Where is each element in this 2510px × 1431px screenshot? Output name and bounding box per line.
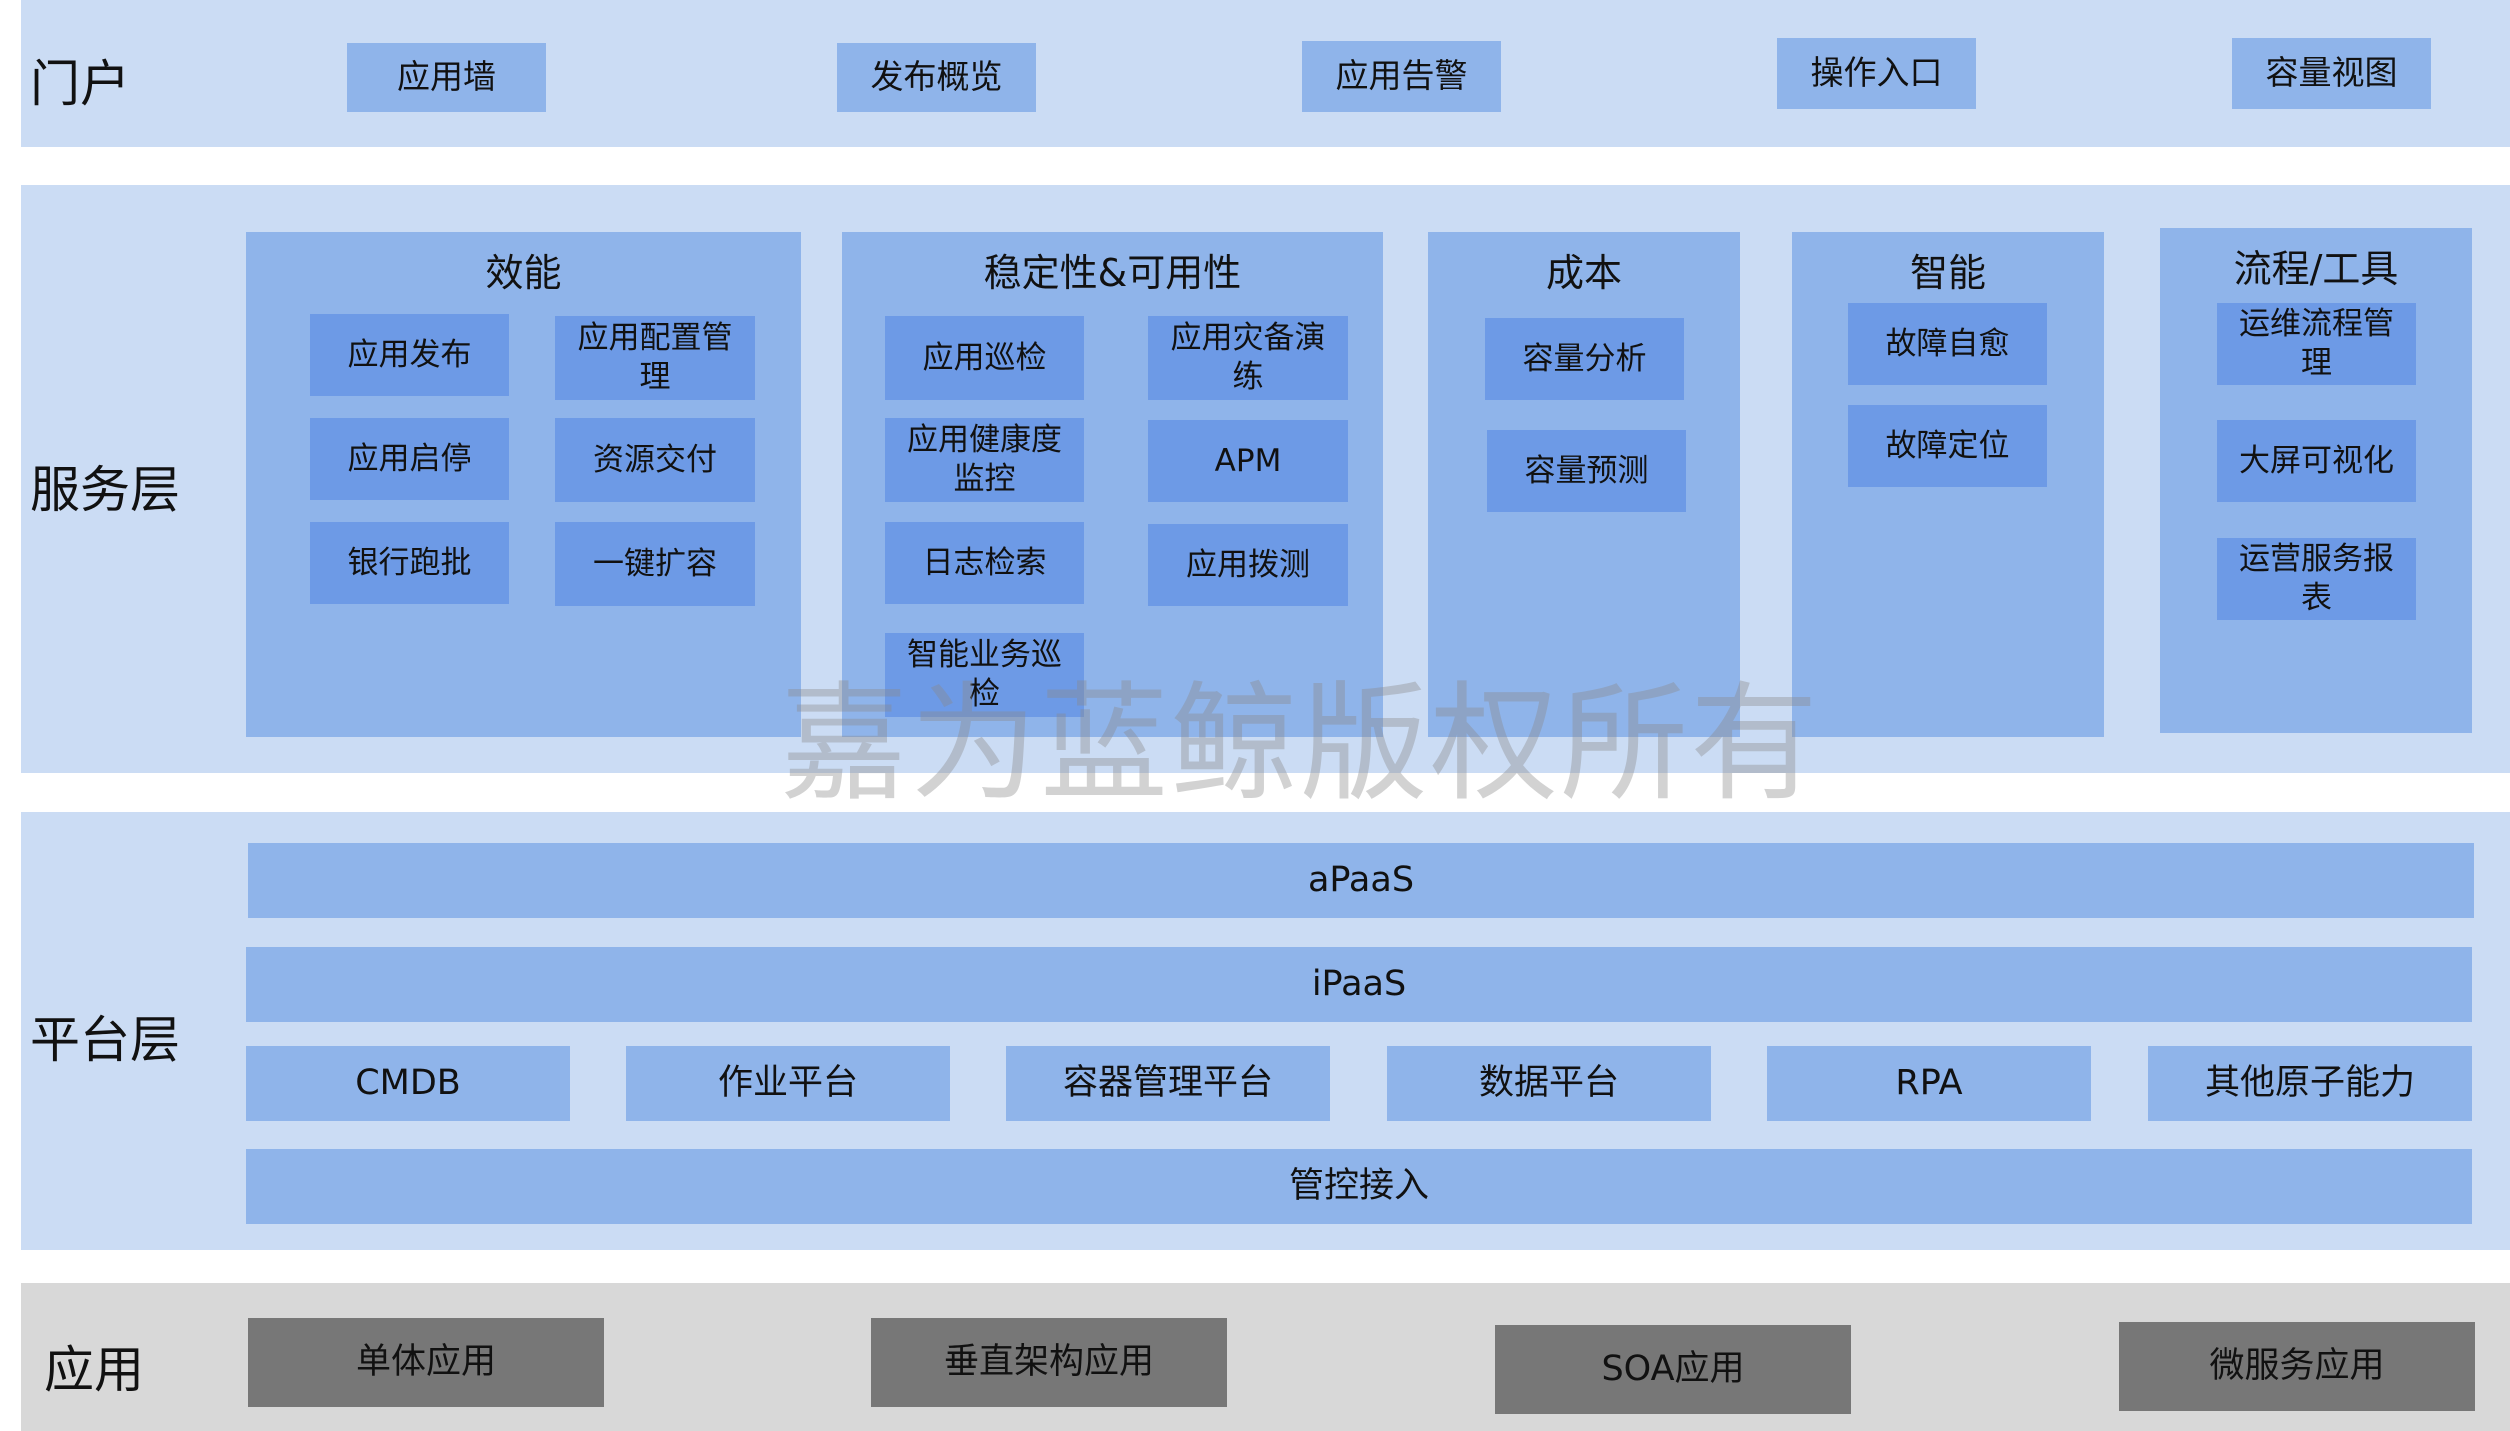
service-item: 资源交付 — [555, 418, 755, 502]
service-item: 容量分析 — [1485, 318, 1684, 400]
service-item: 银行跑批 — [310, 522, 509, 604]
service-item: 智能业务巡检 — [885, 633, 1084, 717]
service-group-title: 效能 — [485, 251, 562, 295]
portal-item-release-overview: 发布概览 — [837, 43, 1036, 112]
service-item: 故障自愈 — [1848, 303, 2047, 385]
portal-item-app-alert: 应用告警 — [1302, 41, 1501, 112]
service-group-title: 智能 — [1909, 251, 1986, 295]
service-item: 应用巡检 — [885, 316, 1084, 400]
service-item: 应用启停 — [310, 418, 509, 500]
ipaas-bar: iPaaS — [246, 947, 2472, 1022]
platform-component: 数据平台 — [1387, 1046, 1711, 1121]
platform-component: CMDB — [246, 1046, 570, 1121]
service-group-title: 成本 — [1545, 251, 1622, 295]
control-access-bar: 管控接入 — [246, 1149, 2472, 1224]
service-item: 一键扩容 — [555, 522, 755, 606]
portal-layer-title: 门户 — [30, 55, 130, 113]
service-item: 日志检索 — [885, 522, 1084, 604]
service-group-title: 稳定性&可用性 — [983, 251, 1242, 295]
application-item: 单体应用 — [248, 1318, 604, 1407]
application-item: 微服务应用 — [2119, 1322, 2475, 1411]
service-layer-title: 服务层 — [30, 461, 180, 519]
apaas-bar: aPaaS — [248, 843, 2474, 918]
platform-component: 作业平台 — [626, 1046, 950, 1121]
service-item: 应用配置管理 — [555, 316, 755, 400]
service-item: 应用健康度监控 — [885, 418, 1084, 502]
portal-item-capacity-view: 容量视图 — [2232, 38, 2431, 109]
portal-item-app-wall: 应用墙 — [347, 43, 546, 112]
service-item: 容量预测 — [1487, 430, 1686, 512]
service-group-title: 流程/工具 — [2233, 247, 2399, 291]
service-item: 故障定位 — [1848, 405, 2047, 487]
platform-component: 其他原子能力 — [2148, 1046, 2472, 1121]
service-item: 应用发布 — [310, 314, 509, 396]
application-item: SOA应用 — [1495, 1325, 1851, 1414]
application-layer-title: 应用 — [44, 1341, 144, 1399]
application-item: 垂直架构应用 — [871, 1318, 1227, 1407]
platform-component: RPA — [1767, 1046, 2091, 1121]
service-item: 运营服务报表 — [2217, 538, 2416, 620]
portal-item-operation-entry: 操作入口 — [1777, 38, 1976, 109]
service-item: APM — [1148, 420, 1348, 502]
platform-component: 容器管理平台 — [1006, 1046, 1330, 1121]
platform-layer-title: 平台层 — [30, 1011, 180, 1069]
service-item: 应用拨测 — [1148, 524, 1348, 606]
service-item: 大屏可视化 — [2217, 420, 2416, 502]
service-item: 应用灾备演练 — [1148, 316, 1348, 400]
service-item: 运维流程管理 — [2217, 303, 2416, 385]
